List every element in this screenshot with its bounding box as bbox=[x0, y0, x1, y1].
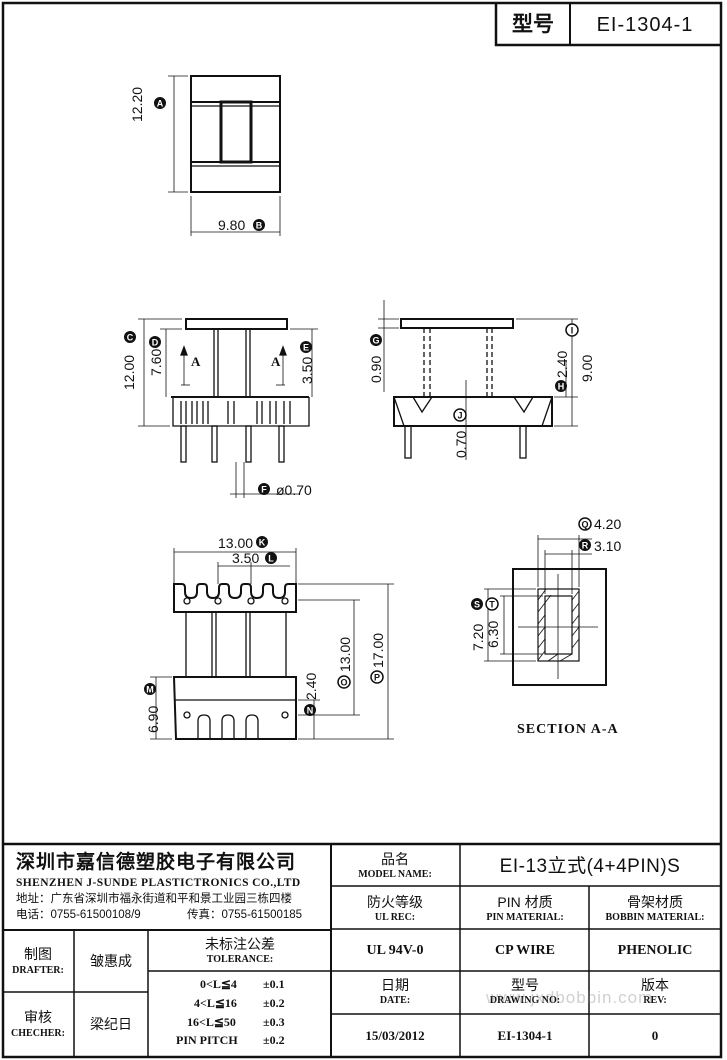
dim-3-50-front: 3.50 bbox=[299, 356, 315, 384]
tag-g: G bbox=[372, 336, 379, 346]
watermark: www.jxdbobbin.com bbox=[486, 988, 654, 1007]
drafter-en: DRAFTER: bbox=[12, 965, 64, 976]
model-name-value: EI-13立式(4+4PIN)S bbox=[499, 856, 681, 877]
tag-n: N bbox=[307, 706, 314, 716]
tag-f: F bbox=[261, 485, 267, 495]
checker-value: 梁纪日 bbox=[90, 1016, 132, 1032]
dim-2-40-bottom: 2.40 bbox=[303, 672, 319, 700]
dim-4-20: 4.20 bbox=[594, 516, 622, 532]
pin-material-cn: PIN 材质 bbox=[497, 894, 553, 910]
dim-7-20: 7.20 bbox=[470, 623, 486, 651]
tolerance-value-1: ±0.1 bbox=[263, 977, 285, 991]
tolerance-range-4: PIN PITCH bbox=[176, 1033, 238, 1047]
dim-9-80: 9.80 bbox=[218, 217, 246, 233]
dim-13-00-mid: 13.00 bbox=[337, 636, 353, 672]
bobbin-material-en: BOBBIN MATERIAL: bbox=[605, 912, 705, 923]
model-name-en: MODEL NAME: bbox=[358, 869, 432, 880]
tag-o: O bbox=[340, 678, 347, 688]
bottom-view bbox=[150, 548, 394, 740]
rev-en: REV: bbox=[643, 995, 667, 1006]
tag-h: H bbox=[558, 382, 565, 392]
dim-12-00: 12.00 bbox=[121, 354, 137, 390]
tag-d: D bbox=[152, 338, 159, 348]
date-cn: 日期 bbox=[381, 977, 409, 993]
section-mark-left: A bbox=[191, 354, 201, 369]
tag-k: K bbox=[259, 538, 266, 548]
tag-e: E bbox=[303, 343, 309, 353]
tolerance-range-2: 4<L≦16 bbox=[194, 996, 237, 1010]
checker-cn: 审核 bbox=[24, 1009, 52, 1025]
tag-i: I bbox=[571, 326, 574, 336]
model-header-label: 型号 bbox=[512, 13, 554, 36]
tag-r: R bbox=[582, 541, 589, 551]
tolerance-value-3: ±0.3 bbox=[263, 1015, 285, 1029]
dim-2-40-side: 2.40 bbox=[554, 350, 570, 378]
dim-7-60: 7.60 bbox=[148, 348, 164, 376]
title-block-lines bbox=[3, 842, 721, 1057]
pin-material-value: CP WIRE bbox=[494, 943, 556, 958]
tag-a: A bbox=[157, 99, 164, 109]
dim-0-70: 0.70 bbox=[453, 430, 469, 458]
rev-value: 0 bbox=[651, 1028, 659, 1043]
section-a-a-label: SECTION A-A bbox=[517, 722, 619, 737]
dim-3-50-bottom: 3.50 bbox=[232, 550, 260, 566]
drafter-cn: 制图 bbox=[24, 946, 52, 962]
tolerance-value-2: ±0.2 bbox=[263, 996, 285, 1010]
tag-b: B bbox=[256, 221, 263, 231]
dim-0-90: 0.90 bbox=[368, 355, 384, 383]
front-view bbox=[138, 318, 318, 498]
tolerance-cn: 未标注公差 bbox=[205, 936, 275, 952]
ul-rec-cn: 防火等级 bbox=[367, 894, 423, 910]
dim-13-00-top: 13.00 bbox=[218, 535, 254, 551]
bobbin-material-cn: 骨架材质 bbox=[627, 894, 683, 910]
ul-rec-en: UL REC: bbox=[374, 912, 416, 923]
tag-q: Q bbox=[581, 520, 588, 530]
checker-en: CHECHER: bbox=[11, 1028, 65, 1039]
pin-material-en: PIN MATERIAL: bbox=[486, 912, 564, 923]
date-value: 15/03/2012 bbox=[365, 1028, 425, 1043]
ul-rec-value: UL 94V-0 bbox=[366, 943, 424, 958]
model-header-value: EI-1304-1 bbox=[596, 14, 694, 36]
tag-c: C bbox=[127, 333, 134, 343]
tag-l: L bbox=[268, 554, 274, 564]
top-view bbox=[168, 75, 281, 236]
date-en: DATE: bbox=[379, 995, 411, 1006]
tag-t: T bbox=[489, 600, 495, 610]
tag-s: S bbox=[474, 600, 480, 610]
dim-17-00: 17.00 bbox=[370, 632, 386, 668]
drawing-no-cn: 型号 bbox=[511, 977, 539, 993]
section-view bbox=[484, 535, 607, 686]
company-address: 地址：广东省深圳市福永街道和平和景工业园三栋四楼 bbox=[16, 893, 292, 905]
company-fax: 传真：0755-61500185 bbox=[187, 909, 303, 921]
tolerance-en: TOLERANCE: bbox=[206, 954, 274, 965]
tag-p: P bbox=[374, 673, 380, 683]
tag-j: J bbox=[457, 411, 462, 421]
tag-m: M bbox=[146, 685, 154, 695]
dim-3-10: 3.10 bbox=[594, 538, 622, 554]
dim-12-20: 12.20 bbox=[129, 86, 145, 122]
section-mark-right: A bbox=[271, 354, 281, 369]
dim-9-00: 9.00 bbox=[579, 354, 595, 382]
tolerance-value-4: ±0.2 bbox=[263, 1033, 285, 1047]
company-name-cn: 深圳市嘉信德塑胶电子有限公司 bbox=[16, 852, 297, 873]
company-name-en: SHENZHEN J-SUNDE PLASTICTRONICS CO.,LTD bbox=[16, 877, 301, 889]
tolerance-range-3: 16<L≦50 bbox=[187, 1015, 236, 1029]
dim-6-30: 6.30 bbox=[485, 620, 501, 648]
bobbin-material-value: PHENOLIC bbox=[617, 943, 693, 958]
dim-pin-dia: ø0.70 bbox=[276, 482, 312, 498]
side-view bbox=[378, 300, 578, 460]
dim-6-90: 6.90 bbox=[145, 705, 161, 733]
model-name-cn: 品名 bbox=[381, 851, 409, 867]
tag-circles bbox=[124, 97, 592, 716]
company-phone: 电话：0755-61500108/9 bbox=[16, 909, 141, 921]
drafter-value: 皱惠成 bbox=[90, 953, 132, 969]
rev-cn: 版本 bbox=[641, 977, 669, 993]
drawing-no-en: DRAWING NO: bbox=[489, 995, 561, 1006]
tolerance-range-1: 0<L≦4 bbox=[200, 977, 237, 991]
drawing-no-value: EI-1304-1 bbox=[497, 1028, 553, 1043]
